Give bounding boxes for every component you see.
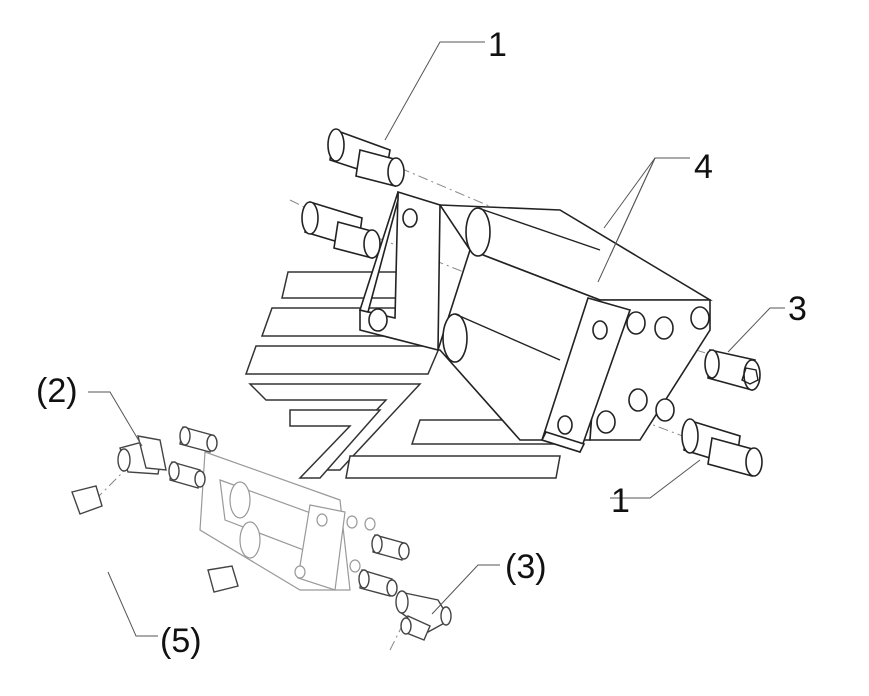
callout-1-top: 1 [488, 26, 507, 64]
plug-3 [704, 349, 761, 392]
watermark-logo [244, 271, 582, 479]
fitting-lower-1 [681, 418, 763, 478]
fitting-upper-1 [327, 128, 405, 188]
callout-1-bottom: 1 [611, 482, 630, 520]
tube-line [62, 485, 239, 606]
tee-fitting [395, 590, 452, 641]
ghost-block [199, 451, 376, 591]
callout-2-paren: (2) [36, 372, 78, 410]
callout-5-paren: (5) [160, 622, 202, 660]
callout-4: 4 [694, 148, 713, 186]
small-fittings [168, 426, 410, 597]
elbow-fitting [117, 435, 167, 475]
callout-3-paren: (3) [505, 548, 547, 586]
valve-block [358, 190, 713, 453]
fitting-upper-2 [301, 200, 381, 260]
leader-lines [88, 41, 785, 637]
callout-3: 3 [788, 290, 807, 328]
